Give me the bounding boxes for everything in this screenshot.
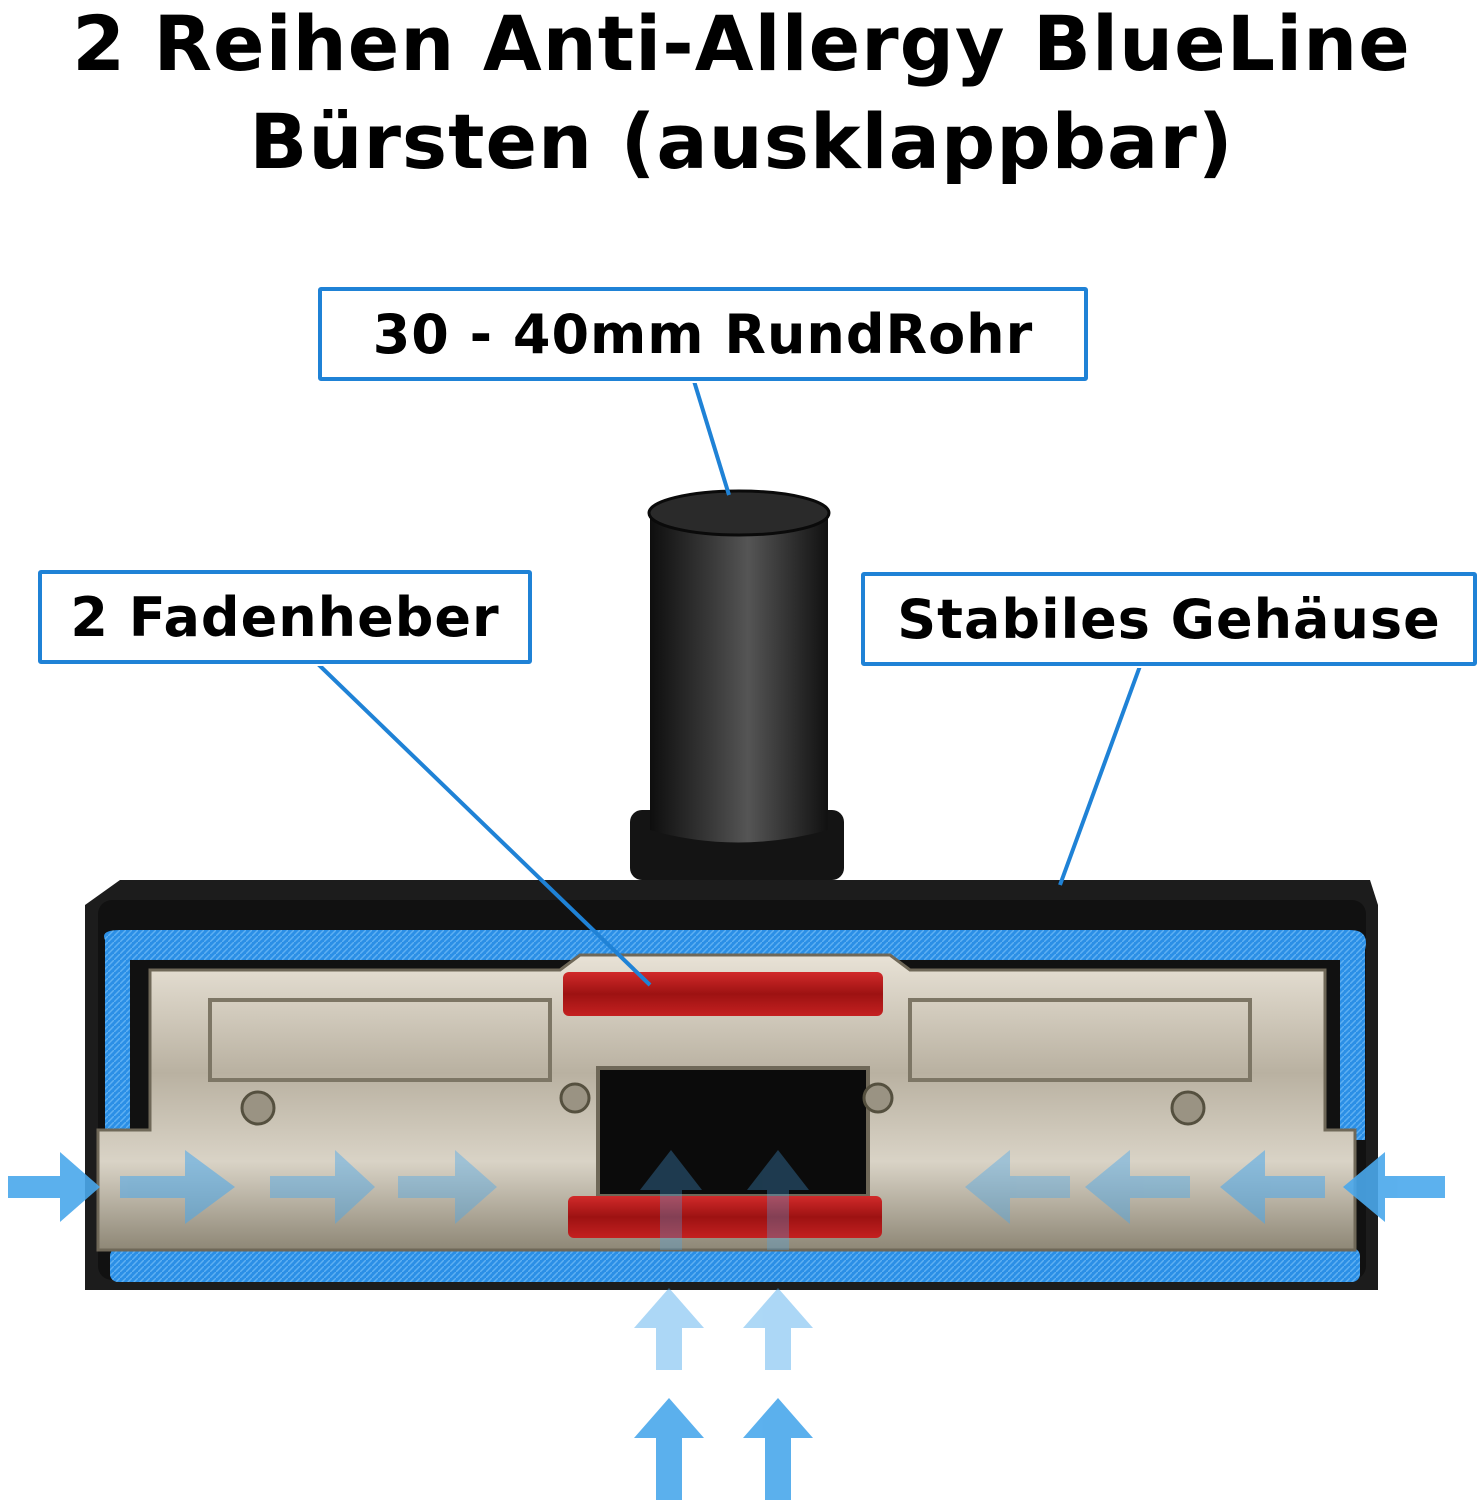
callout-round-pipe: 30 - 40mm RundRohr xyxy=(318,287,1088,381)
arrow-left-icon xyxy=(1343,1152,1445,1222)
arrow-right-icon xyxy=(8,1152,100,1222)
arrow-up-icon xyxy=(634,1288,704,1370)
arrow-up-icon xyxy=(640,1150,702,1250)
arrow-up-icon xyxy=(634,1398,704,1500)
callout-housing: Stabiles Gehäuse xyxy=(861,572,1477,666)
headline-line-1: 2 Reihen Anti-Allergy BlueLine xyxy=(72,0,1411,88)
thread-lifters xyxy=(563,972,883,1238)
arrow-up-icon xyxy=(747,1150,809,1250)
arrow-right-icon xyxy=(270,1150,375,1224)
metal-sole-plate xyxy=(96,953,1357,1252)
arrow-up-icon xyxy=(743,1288,813,1370)
suction-opening xyxy=(596,1066,870,1198)
arrow-left-icon xyxy=(965,1150,1070,1224)
airflow-arrows xyxy=(8,1150,1445,1500)
arrow-right-icon xyxy=(120,1150,235,1224)
arrow-left-icon xyxy=(1220,1150,1325,1224)
screw-icon xyxy=(559,1082,591,1114)
arrow-left-icon xyxy=(1085,1150,1190,1224)
lower-brush-row xyxy=(110,1248,1360,1282)
thread-lifter-bottom xyxy=(568,1196,882,1238)
arrow-right-icon xyxy=(398,1150,497,1224)
thread-lifter-top xyxy=(563,972,883,1016)
screw-icon xyxy=(862,1082,894,1114)
screw-icon xyxy=(240,1090,276,1126)
headline-line-2: Bürsten (ausklappbar) xyxy=(249,97,1234,186)
screw-icon xyxy=(1170,1090,1206,1126)
blue-brush-rows xyxy=(104,930,1366,1282)
arrow-up-icon xyxy=(743,1398,813,1500)
round-pipe xyxy=(630,489,844,880)
callout-thread-lifters: 2 Fadenheber xyxy=(38,570,532,664)
callout-leaders xyxy=(316,380,1142,987)
